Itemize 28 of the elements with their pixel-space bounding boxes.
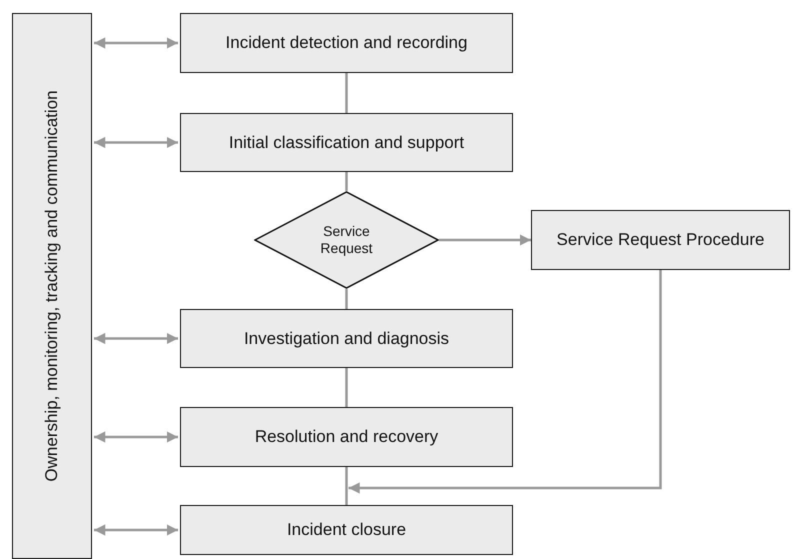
step-label: Investigation and diagnosis	[244, 328, 450, 348]
arrow	[94, 37, 178, 49]
process-box	[180, 505, 513, 555]
step-label: Resolution and recovery	[254, 427, 438, 447]
decision-label: Service Request	[319, 222, 374, 258]
arrow	[439, 234, 531, 246]
process-box	[180, 407, 513, 467]
connector-line	[345, 467, 348, 505]
connector-line	[345, 289, 348, 309]
arrow	[94, 431, 178, 443]
process-box	[180, 309, 513, 368]
step-label: Incident detection and recording	[226, 33, 468, 53]
step-label: Incident closure	[286, 520, 406, 540]
step-label: Service Request Procedure	[556, 230, 764, 250]
arrow	[94, 332, 178, 344]
decision-diamond	[254, 191, 439, 289]
process-box	[531, 210, 790, 270]
band-label: Ownership, monitoring, tracking and communication	[42, 90, 62, 482]
arrow	[94, 524, 178, 536]
arrow	[348, 270, 662, 494]
connector-line	[345, 368, 348, 407]
process-box	[180, 13, 513, 73]
arrow	[94, 136, 178, 148]
connector-line	[345, 172, 348, 191]
connector-line	[345, 73, 348, 113]
step-label: Initial classification and support	[228, 132, 464, 152]
swimlane-band	[12, 13, 92, 559]
process-box	[180, 113, 513, 172]
